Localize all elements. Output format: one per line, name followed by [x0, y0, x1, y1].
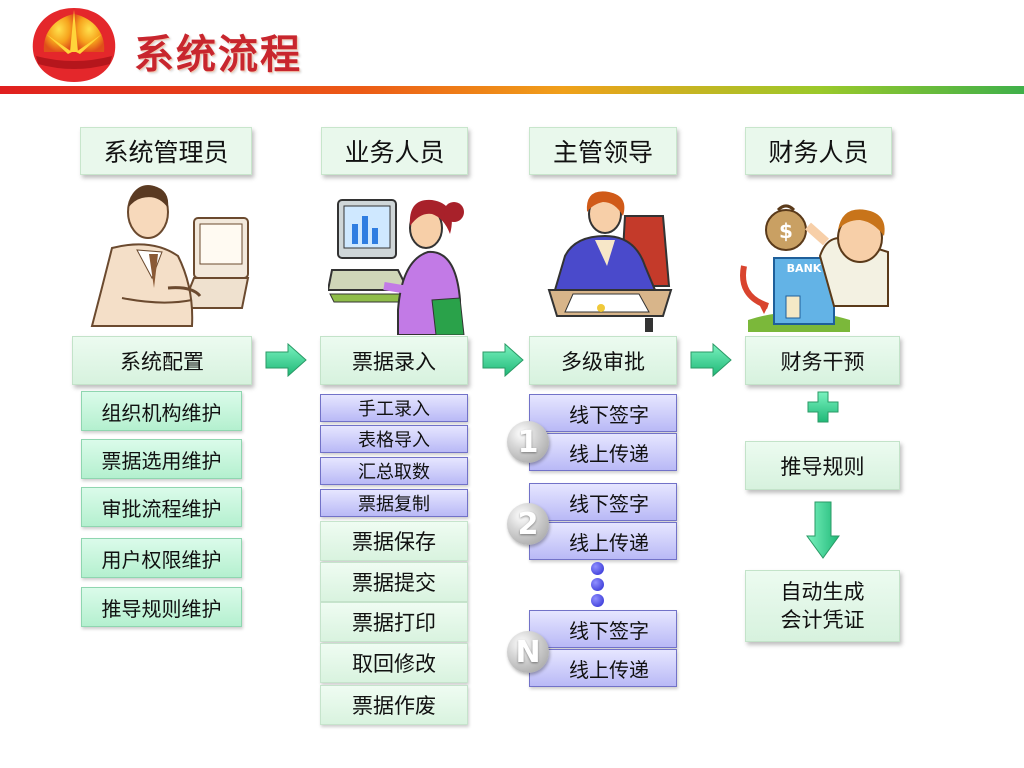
- finance-derivation-rule: 推导规则: [745, 441, 900, 490]
- approval-n-sign: 线下签字: [529, 610, 677, 648]
- voucher-line-1: 自动生成: [780, 580, 865, 604]
- continuation-dot: [591, 562, 604, 575]
- stage-multilevel-approval: 多级审批: [529, 336, 677, 385]
- entry-action-save: 票据保存: [320, 521, 468, 561]
- approval-level-badge: 1: [507, 421, 549, 463]
- bank-sign-text: BANK: [787, 262, 822, 275]
- entry-action-print: 票据打印: [320, 602, 468, 642]
- admin-item-derivation-rule: 推导规则维护: [81, 587, 242, 627]
- stage-invoice-entry: 票据录入: [320, 336, 468, 385]
- approval-1-pass: 线上传递: [529, 433, 677, 471]
- flow-arrow-icon: [264, 343, 308, 377]
- entry-action-void: 票据作废: [320, 685, 468, 725]
- voucher-line-2: 会计凭证: [780, 608, 865, 632]
- plus-icon: [806, 390, 840, 424]
- flow-arrow-icon: [481, 343, 525, 377]
- admin-item-approval-flow: 审批流程维护: [81, 487, 242, 527]
- role-header-supervisor: 主管领导: [529, 127, 677, 175]
- flow-arrow-icon: [689, 343, 733, 377]
- role-header-admin: 系统管理员: [80, 127, 252, 175]
- entry-action-recall: 取回修改: [320, 643, 468, 683]
- page-title: 系统流程: [134, 31, 302, 78]
- approval-2-pass: 线上传递: [529, 522, 677, 560]
- supervisor-illustration: [545, 186, 675, 334]
- approval-1-sign: 线下签字: [529, 394, 677, 432]
- approval-level-badge: 2: [507, 503, 549, 545]
- admin-item-invoice-select: 票据选用维护: [81, 439, 242, 479]
- header-gradient-bar: [0, 86, 1024, 94]
- role-header-finance: 财务人员: [745, 127, 892, 175]
- approval-level-badge: N: [507, 631, 549, 673]
- entry-method-table-import: 表格导入: [320, 425, 468, 453]
- continuation-dot: [591, 594, 604, 607]
- money-bag-symbol: $: [779, 219, 793, 243]
- approval-n-pass: 线上传递: [529, 649, 677, 687]
- entry-method-aggregate: 汇总取数: [320, 457, 468, 485]
- admin-item-org: 组织机构维护: [81, 391, 242, 431]
- finance-auto-voucher: 自动生成 会计凭证: [745, 570, 900, 642]
- stage-system-config: 系统配置: [72, 336, 252, 385]
- admin-illustration: [82, 178, 250, 328]
- continuation-dot: [591, 578, 604, 591]
- entry-action-submit: 票据提交: [320, 562, 468, 602]
- role-header-business: 业务人员: [321, 127, 468, 175]
- entry-method-manual: 手工录入: [320, 394, 468, 422]
- stage-finance-intervention: 财务干预: [745, 336, 900, 385]
- company-logo: [26, 4, 122, 86]
- finance-illustration: BANK $: [738, 196, 900, 334]
- business-illustration: [328, 190, 468, 335]
- admin-item-user-permission: 用户权限维护: [81, 538, 242, 578]
- entry-method-copy: 票据复制: [320, 489, 468, 517]
- arrow-down-icon: [806, 500, 840, 560]
- approval-2-sign: 线下签字: [529, 483, 677, 521]
